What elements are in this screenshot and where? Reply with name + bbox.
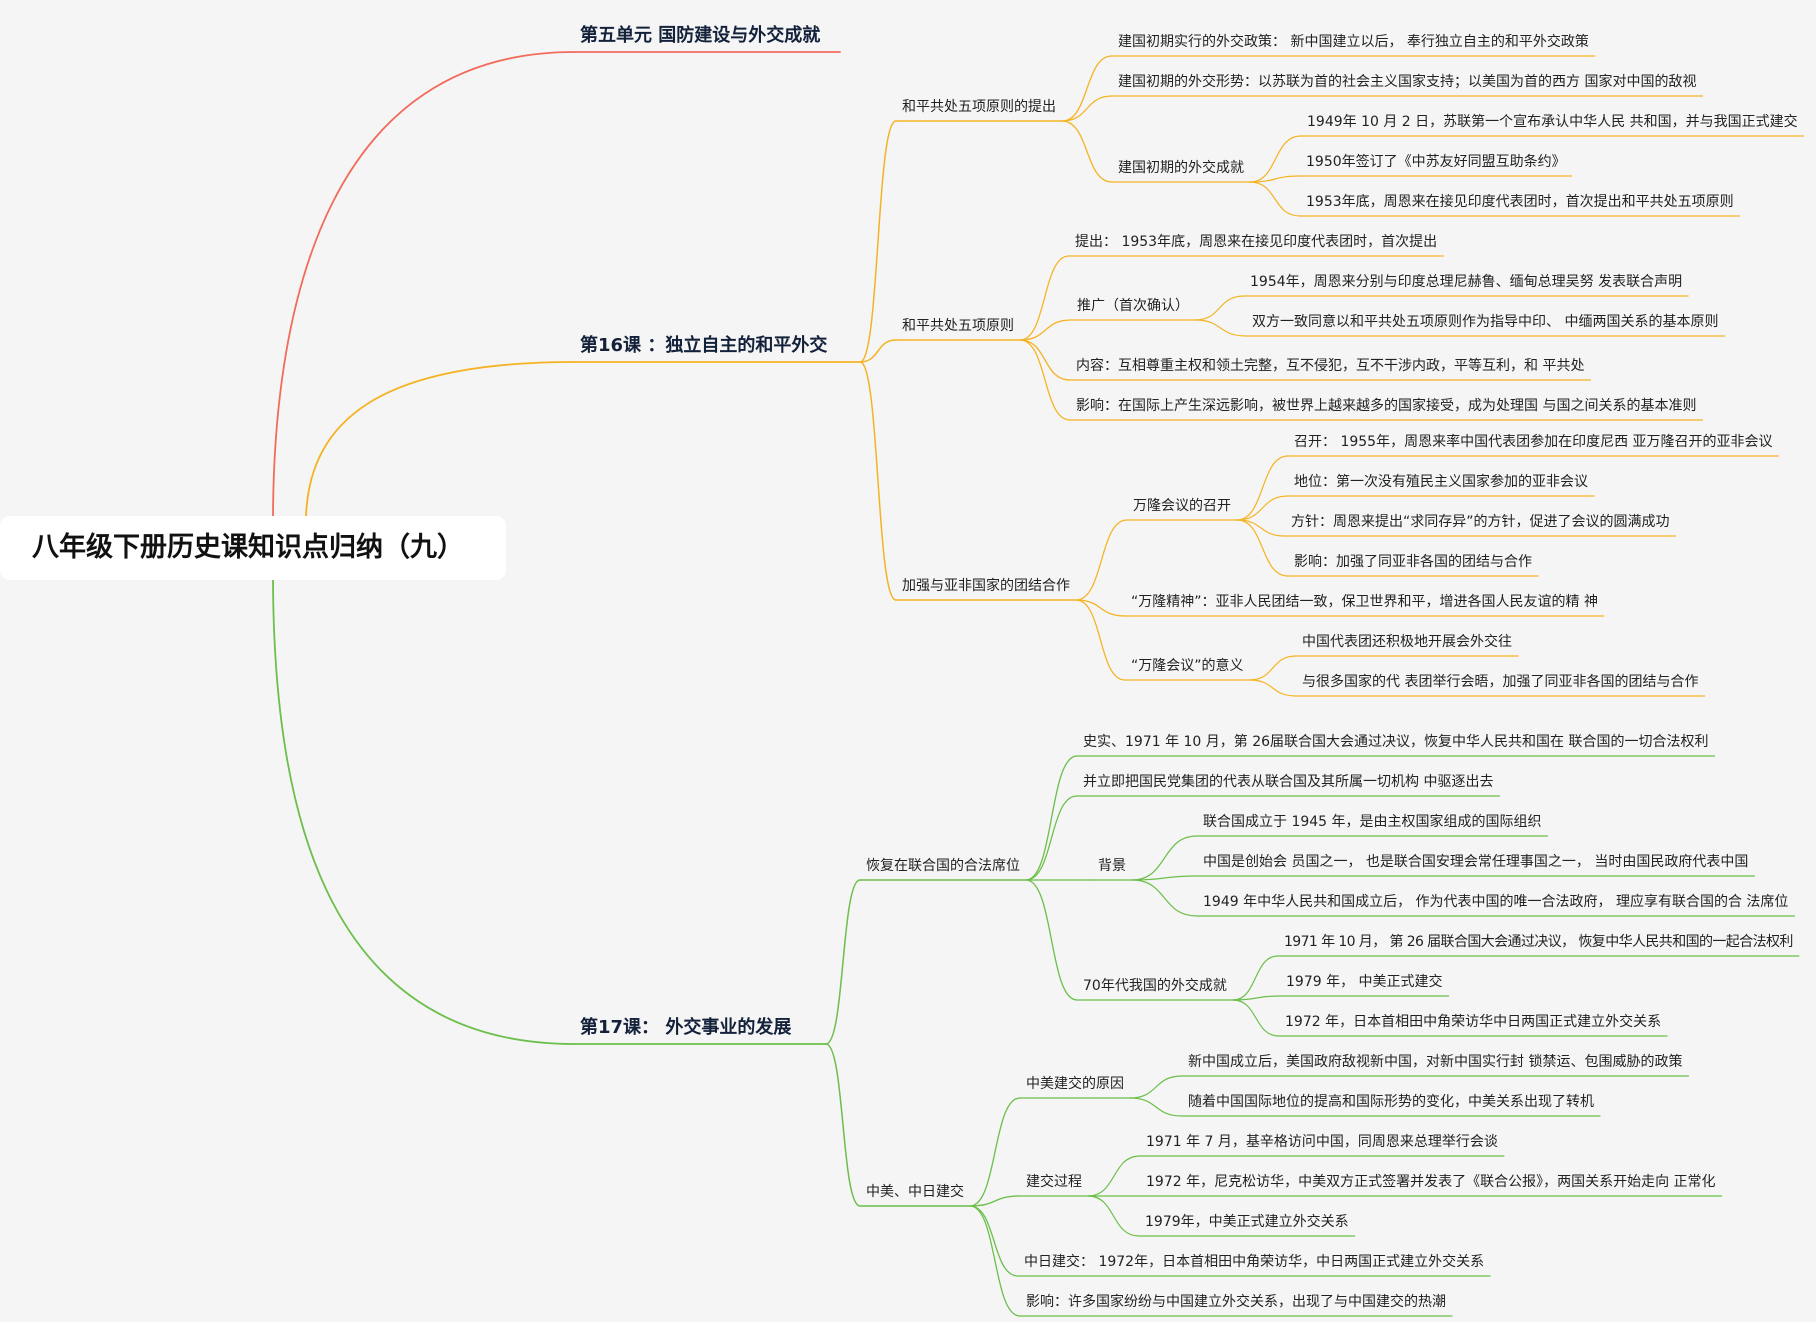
link-3 (1061, 55, 1113, 122)
topic-early-achievements[interactable]: 建国初期的外交成就 (1118, 160, 1244, 176)
link-26 (1025, 755, 1078, 881)
link-34 (1232, 995, 1281, 1001)
link-4 (1061, 95, 1113, 122)
topic-un-seat[interactable]: 恢复在联合国的合法席位 (866, 858, 1020, 874)
leaf-un-founded[interactable]: 联合国成立于 1945 年，是由主权国家组成的国际组织 (1203, 814, 1542, 830)
leaf-us-hostility[interactable]: 新中国成立后，美国政府敌视新中国，对新中国实行封 锁禁运、包围威胁的政策 (1188, 1054, 1683, 1070)
topic-early-situation[interactable]: 建国初期的外交形势：以苏联为首的社会主义国家支持；以美国为首的西方 国家对中国的… (1118, 74, 1697, 90)
leaf-bandung-status[interactable]: 地位：第一次没有殖民主义国家参加的亚非会议 (1294, 474, 1588, 490)
unit-topic[interactable]: 第五单元 国防建设与外交成就 (580, 25, 821, 46)
link-7 (1249, 175, 1301, 183)
link-23 (1248, 679, 1297, 697)
link-14 (1194, 319, 1247, 337)
link-41 (1129, 1097, 1183, 1117)
link-11 (1019, 339, 1071, 381)
leaf-1979-us[interactable]: 1979 年， 中美正式建交 (1286, 974, 1443, 990)
link-38 (969, 1205, 1019, 1277)
link-37 (969, 1195, 1021, 1207)
topic-us-reason[interactable]: 中美建交的原因 (1026, 1076, 1124, 1092)
link-15 (1075, 519, 1128, 601)
link-27 (1025, 795, 1078, 881)
topic-peace-principles-proposal[interactable]: 和平共处五项原则的提出 (902, 99, 1056, 115)
topic-us-japan-relations[interactable]: 中美、中日建交 (866, 1184, 964, 1200)
topic-bandung-conference[interactable]: 万隆会议的召开 (1133, 498, 1231, 514)
link-35 (1232, 999, 1280, 1037)
link-30 (1131, 835, 1198, 881)
leaf-kissinger[interactable]: 1971 年 7 月，基辛格访问中国，同周恩来总理举行会谈 (1146, 1134, 1498, 1150)
link-42 (1087, 1155, 1141, 1197)
topic-bandung-meaning[interactable]: “万隆会议”的意义 (1131, 658, 1244, 674)
leaf-joint-statement[interactable]: 1954年，周恩来分别与印度总理尼赫鲁、缅甸总理吴努 发表联合声明 (1250, 274, 1683, 290)
leaf-outside-exchanges[interactable]: 中国代表团还积极地开展会外交往 (1302, 634, 1512, 650)
leaf-sino-soviet-treaty[interactable]: 1950年签订了《中苏友好同盟互助条约》 (1306, 154, 1566, 170)
link-21 (1236, 519, 1289, 577)
link-root-unit (272, 51, 575, 517)
topic-japan-relations[interactable]: 中日建交： 1972年，日本首相田中角荣访华，中日两国正式建立外交关系 (1024, 1254, 1485, 1270)
link-36 (969, 1097, 1021, 1207)
link-39 (969, 1205, 1021, 1317)
topic-un-background[interactable]: 背景 (1098, 858, 1126, 874)
leaf-1979-relations[interactable]: 1979年，中美正式建立外交关系 (1145, 1214, 1349, 1230)
lesson17-topic[interactable]: 第17课： 外交事业的发展 (580, 1017, 792, 1038)
link-0 (859, 120, 897, 363)
link-10 (1019, 319, 1072, 341)
link-9 (1019, 255, 1070, 341)
leaf-1971-resolution[interactable]: 1971 年 10 月， 第 26 届联合国大会通过决议， 恢复中华人民共和国的… (1284, 934, 1793, 950)
link-5 (1061, 120, 1113, 183)
leaf-prc-legitimate[interactable]: 1949 年中华人民共和国成立后， 作为代表中国的唯一合法政府， 理应享有联合国… (1203, 894, 1789, 910)
topic-process[interactable]: 建交过程 (1026, 1174, 1082, 1190)
link-13 (1194, 295, 1245, 321)
link-8 (1249, 181, 1301, 217)
topic-relations-impact[interactable]: 影响：许多国家纷纷与中国建立外交关系，出现了与中国建交的热潮 (1026, 1294, 1446, 1310)
leaf-bandung-policy[interactable]: 方针：周恩来提出“求同存异”的方针，促进了会议的圆满成功 (1291, 514, 1670, 530)
link-17 (1075, 599, 1126, 681)
topic-early-policy[interactable]: 建国初期实行的外交政策： 新中国建立以后， 奉行独立自主的和平外交政策 (1118, 34, 1589, 50)
topic-un-expel[interactable]: 并立即把国民党集团的代表从联合国及其所属一切机构 中驱逐出去 (1083, 774, 1494, 790)
leaf-1972-japan[interactable]: 1972 年，日本首相田中角荣访华中日两国正式建立外交关系 (1285, 1014, 1662, 1030)
leaf-bandung-impact[interactable]: 影响：加强了同亚非各国的团结与合作 (1294, 554, 1532, 570)
topic-un-fact[interactable]: 史实、1971 年 10 月，第 26届联合国大会通过决议，恢复中华人民共和国在… (1083, 734, 1709, 750)
topic-promote[interactable]: 推广（首次确认） (1077, 298, 1189, 314)
link-root-l16 (305, 361, 575, 517)
lesson16-topic[interactable]: 第16课 ：独立自主的和平外交 (580, 335, 828, 356)
leaf-nixon[interactable]: 1972 年，尼克松访华，中美双方正式签署并发表了《联合公报》，两国关系开始走向… (1146, 1174, 1716, 1190)
link-16 (1075, 599, 1126, 617)
link-2 (859, 361, 897, 601)
leaf-china-founding-member[interactable]: 中国是创始会 员国之一， 也是联合国安理会常任理事国之一， 当时由国民政府代表中… (1203, 854, 1749, 870)
link-40 (1129, 1075, 1183, 1099)
link-44 (1087, 1195, 1140, 1237)
leaf-meetings[interactable]: 与很多国家的代 表团举行会晤，加强了同亚非各国的团结与合作 (1302, 674, 1699, 690)
link-root-l17 (272, 579, 575, 1045)
link-1 (859, 339, 897, 363)
leaf-five-principles-first[interactable]: 1953年底，周恩来在接见印度代表团时，首次提出和平共处五项原则 (1306, 194, 1734, 210)
leaf-turning-point[interactable]: 随着中国国际地位的提高和国际形势的变化，中美关系出现了转机 (1188, 1094, 1594, 1110)
link-6 (1249, 135, 1302, 183)
link-24 (825, 879, 861, 1045)
link-20 (1236, 519, 1286, 537)
leaf-guiding-principle[interactable]: 双方一致同意以和平共处五项原则作为指导中印、 中缅两国关系的基本原则 (1252, 314, 1719, 330)
topic-bandung-spirit[interactable]: “万隆精神”：亚非人民团结一致，保卫世界和平，增进各国人民友谊的精 神 (1131, 594, 1598, 610)
link-31 (1131, 875, 1198, 881)
topic-seventies-achievements[interactable]: 70年代我国的外交成就 (1083, 978, 1227, 994)
topic-content[interactable]: 内容：互相尊重主权和领土完整，互不侵犯，互不干涉内政，平等互利，和 平共处 (1076, 358, 1585, 374)
root-topic[interactable]: 八年级下册历史课知识点归纳（九） (0, 516, 506, 580)
link-18 (1236, 455, 1289, 521)
leaf-soviet-recognition[interactable]: 1949年 10 月 2 日，苏联第一个宣布承认中华人民 共和国，并与我国正式建… (1307, 114, 1798, 130)
link-12 (1019, 339, 1071, 421)
topic-propose[interactable]: 提出： 1953年底，周恩来在接见印度代表团时，首次提出 (1075, 234, 1438, 250)
link-19 (1236, 495, 1289, 521)
topic-afro-asian-cooperation[interactable]: 加强与亚非国家的团结合作 (902, 578, 1070, 594)
leaf-bandung-convene[interactable]: 召开： 1955年，周恩来率中国代表团参加在印度尼西 亚万隆召开的亚非会议 (1294, 434, 1773, 450)
link-22 (1248, 655, 1297, 681)
topic-peace-principles[interactable]: 和平共处五项原则 (902, 318, 1014, 334)
link-33 (1232, 955, 1279, 1001)
link-29 (1025, 879, 1078, 1001)
topic-impact[interactable]: 影响：在国际上产生深远影响，被世界上越来越多的国家接受，成为处理国 与国之间关系… (1076, 398, 1697, 414)
link-32 (1131, 879, 1198, 917)
link-25 (825, 1043, 861, 1207)
